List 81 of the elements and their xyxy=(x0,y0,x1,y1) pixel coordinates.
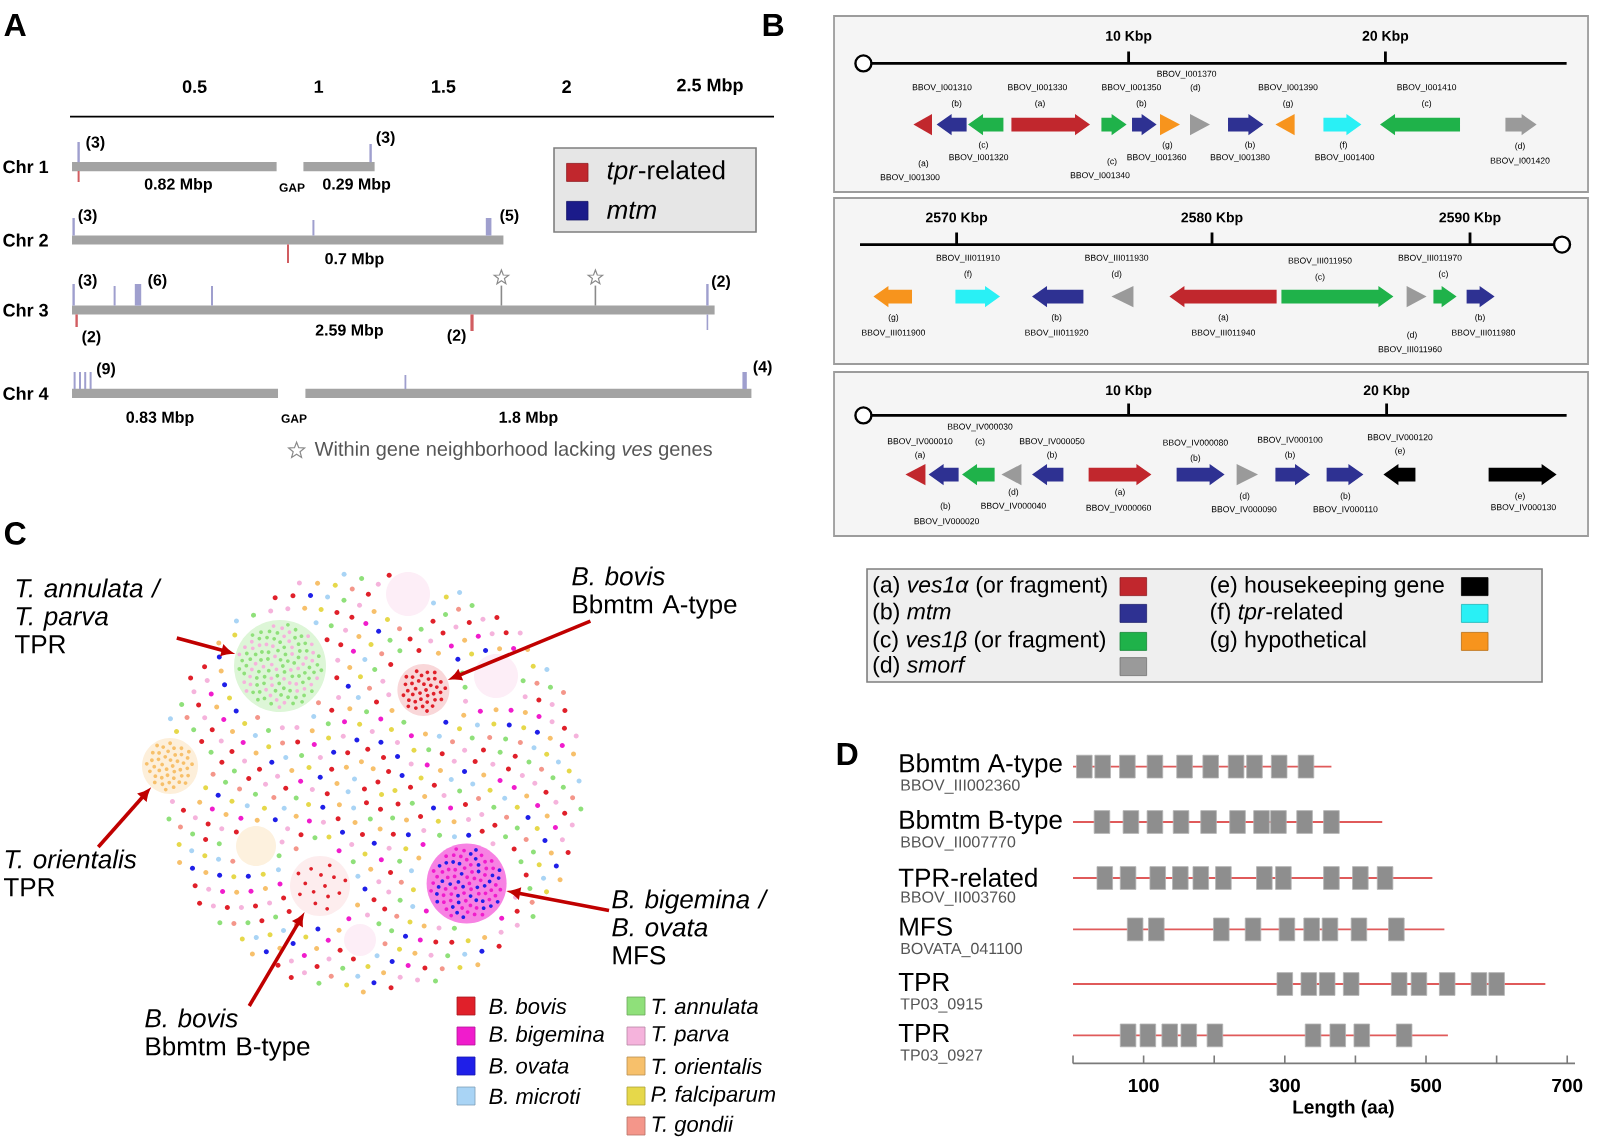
scale-label: 2.5 Mbp xyxy=(677,78,743,95)
tick-label: 100 xyxy=(1128,1078,1159,1093)
scale-label: 0.5 xyxy=(182,80,207,93)
count-label: (3) xyxy=(78,273,97,289)
count-label: (3) xyxy=(86,135,105,151)
gene-id: BBOV_II003760 xyxy=(901,891,1016,906)
arrow xyxy=(450,619,592,680)
length-label: 0.82 Mbp xyxy=(144,177,212,193)
arrow xyxy=(509,888,610,913)
gene-id: BOVATA_041100 xyxy=(901,942,1023,958)
count-label: (9) xyxy=(97,362,115,378)
gene-id: TP03_0927 xyxy=(900,1049,983,1064)
panel-letter: C xyxy=(4,522,26,545)
length-label: 0.83 Mbp xyxy=(126,411,194,427)
callout-label: B. bovis Bbmtm A-type xyxy=(572,566,737,619)
count-label: (3) xyxy=(376,131,395,147)
legend-label: Within gene neighborhood lacking ves genes xyxy=(314,441,712,460)
legend-label: T. orientalis xyxy=(652,1057,762,1075)
dot-cluster xyxy=(234,620,326,712)
panel-letter: A xyxy=(4,14,26,36)
protein-name: TPR-related xyxy=(898,867,1037,887)
length-label: 0.7 Mbp xyxy=(325,252,384,268)
legend-label: P. falciparum xyxy=(651,1085,776,1107)
legend-label: T. parva xyxy=(652,1026,729,1046)
gene-id: BBOV_III002360 xyxy=(901,779,1020,794)
legend-label: (d) smorf xyxy=(873,655,967,678)
legend-label: tpr-related xyxy=(607,160,725,185)
legend-label: (e) housekeeping gene xyxy=(1211,575,1444,598)
scale-label: 1 xyxy=(314,80,324,93)
legend-label: (g) hypothetical xyxy=(1211,630,1366,653)
count-label: (2) xyxy=(447,329,466,345)
dot-cluster xyxy=(426,843,507,924)
protein-name: Bbmtm A-type xyxy=(900,753,1062,778)
count-label: (4) xyxy=(753,360,772,376)
dot-cluster xyxy=(142,738,198,794)
scale-label: 2 xyxy=(562,80,571,93)
legend-label: (c) ves1β (or fragment) xyxy=(873,630,1105,653)
chromosome-label: Chr 4 xyxy=(3,386,49,401)
legend-label: (b) mtm xyxy=(873,602,951,625)
legend-label: (f) tpr-related xyxy=(1211,602,1342,625)
chromosome-label: Chr 3 xyxy=(3,303,48,317)
legend-label: T. annulata xyxy=(652,997,758,1015)
callout-label: B. bovis Bbmtm B-type xyxy=(145,1008,310,1061)
legend-label: B. ovata xyxy=(489,1058,569,1074)
arrow xyxy=(247,914,304,1007)
length-label: 0.29 Mbp xyxy=(323,177,391,193)
gene-id: BBOV_II007770 xyxy=(901,836,1016,851)
protein-name: TPR xyxy=(898,973,949,991)
legend-label: B. bovis xyxy=(489,997,567,1015)
legend-label: (a) ves1α (or fragment) xyxy=(873,575,1107,598)
protein-name: TPR xyxy=(898,1024,949,1042)
length-label: 1.8 Mbp xyxy=(499,411,558,427)
chromosome-label: Chr 2 xyxy=(3,233,48,247)
legend-label: B. microti xyxy=(489,1087,581,1105)
dot-cluster xyxy=(290,856,350,916)
callout-label: T. orientalis TPR xyxy=(4,849,137,897)
tick-label: 500 xyxy=(1410,1078,1442,1093)
legend-label: mtm xyxy=(607,201,656,219)
panel-letter: B xyxy=(763,14,784,36)
gene-id: TP03_0915 xyxy=(900,998,983,1013)
protein-name: MFS xyxy=(900,917,952,936)
count-label: (5) xyxy=(500,209,519,225)
callout-label: B. bigemina / B. ovata MFS xyxy=(612,889,769,965)
callout-label: T. annulata / T. parva TPR xyxy=(15,578,162,654)
legend-label: T. gondii xyxy=(652,1115,734,1137)
scale-label: 1.5 xyxy=(432,80,456,93)
length-label: 2.59 Mbp xyxy=(315,323,383,339)
chromosome-label: Chr 1 xyxy=(3,160,49,174)
dot-cluster xyxy=(397,664,450,716)
tick-label: 700 xyxy=(1552,1078,1583,1093)
panel-letter: D xyxy=(837,743,858,765)
count-label: (2) xyxy=(712,275,730,291)
tick-label: 300 xyxy=(1269,1078,1300,1093)
count-label: (6) xyxy=(148,273,167,289)
protein-name: Bbmtm B-type xyxy=(900,809,1062,835)
count-label: (3) xyxy=(78,209,97,225)
axis-title: Length (aa) xyxy=(1293,1099,1394,1118)
arrow xyxy=(96,789,150,849)
arrow xyxy=(176,636,233,656)
count-label: (2) xyxy=(82,330,101,346)
legend-label: B. bigemina xyxy=(489,1025,604,1047)
